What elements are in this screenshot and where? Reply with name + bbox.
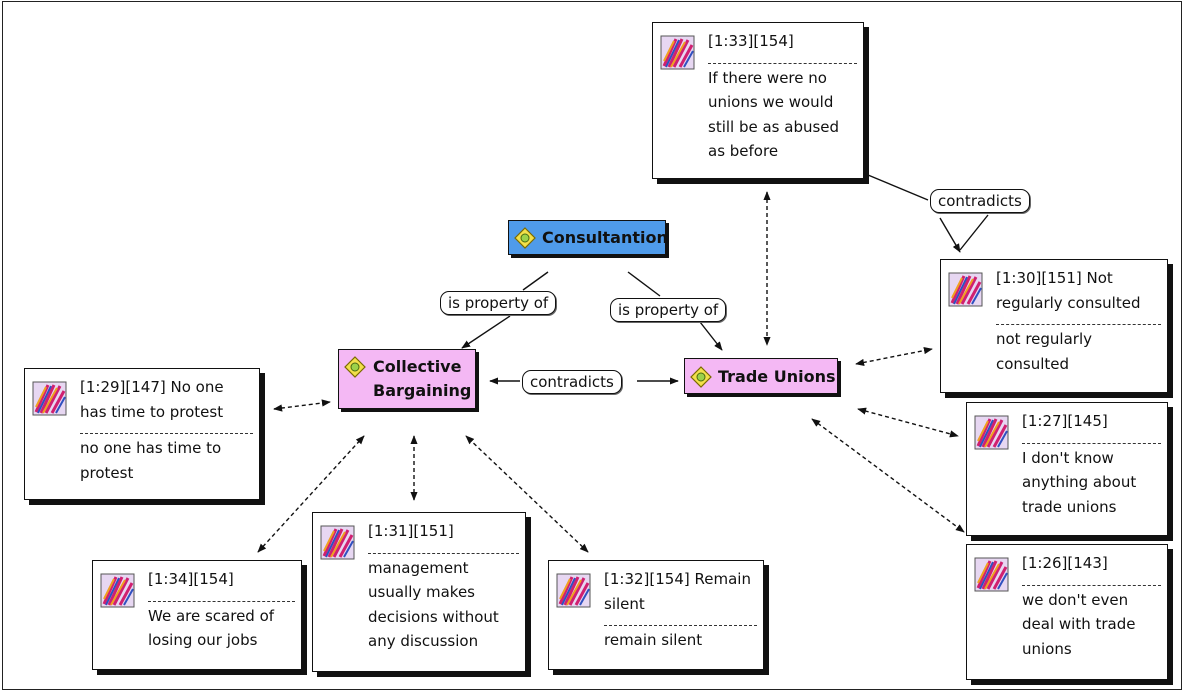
- quotation-body-line: deal with trade: [1022, 615, 1136, 633]
- relation-is-property-of-1[interactable]: is property of: [440, 291, 557, 315]
- quotation-body-line: any discussion: [368, 632, 479, 650]
- quotation-body-line: protest: [80, 463, 134, 482]
- link-contradicts-to-q130: [959, 214, 989, 251]
- quotation-document-icon: [660, 33, 698, 71]
- quotation-id: [1:31][151]: [368, 522, 454, 540]
- quotation-body-line: decisions without: [368, 607, 499, 626]
- quotation-body-line: unions we would: [708, 93, 834, 111]
- code-label: Trade Unions: [718, 367, 836, 386]
- quotation-card-1-32[interactable]: [1:32][154] Remain silent remain silent: [548, 560, 764, 670]
- code-trade-unions[interactable]: Trade Unions: [684, 358, 838, 394]
- quotation-id: [1:32][154] Remain: [604, 570, 751, 588]
- quotation-separator: [1022, 442, 1161, 444]
- relation-contradicts-top[interactable]: contradicts: [930, 189, 1030, 213]
- quotation-document-icon: [32, 379, 70, 417]
- assoc-q129-collective: [273, 399, 331, 412]
- quotation-document-icon: [948, 270, 986, 308]
- link-label1-to-collective: [461, 315, 511, 349]
- code-collective-bargaining[interactable]: Collective Bargaining: [338, 349, 476, 409]
- quotation-card-1-27[interactable]: [1:27][145] I don't know anything about …: [966, 402, 1168, 536]
- link-consultation-to-label1: [522, 271, 549, 291]
- quotation-body-line: unions: [1022, 639, 1072, 658]
- quotation-card-1-31[interactable]: [1:31][151] management usually makes dec…: [312, 512, 526, 672]
- quotation-body-line: management: [368, 558, 469, 577]
- quotation-body-line: as before: [708, 142, 779, 160]
- quotation-body-line: remain silent: [604, 631, 703, 649]
- relation-contradicts-center[interactable]: contradicts: [522, 370, 622, 394]
- quotation-separator: [1022, 584, 1161, 586]
- quotation-body-line: I don't know: [1022, 448, 1114, 467]
- quotation-title: regularly consulted: [996, 293, 1141, 312]
- quotation-separator: [604, 625, 757, 626]
- quotation-body-line: no one has time to: [80, 439, 222, 457]
- assoc-q127-tradeunions: [857, 407, 959, 438]
- link-q133-to-contradicts: [867, 174, 929, 201]
- quotation-card-1-30[interactable]: [1:30][151] Not regularly consulted not …: [940, 259, 1168, 393]
- code-consultation[interactable]: Consultantion: [508, 220, 668, 255]
- quotation-id: [1:33][154]: [708, 32, 794, 50]
- assoc-q126-tradeunions: [811, 418, 965, 533]
- quotation-body-line: not regularly: [996, 330, 1092, 348]
- quotation-id: [1:27][145]: [1022, 412, 1108, 430]
- relation-is-property-of-2[interactable]: is property of: [610, 298, 727, 322]
- code-diamond-icon: [344, 356, 366, 378]
- quotation-document-icon: [556, 571, 594, 609]
- quotation-card-1-29[interactable]: [1:29][147] No one has time to protest n…: [24, 368, 260, 500]
- quotation-card-1-33[interactable]: [1:33][154] If there were no unions we w…: [652, 22, 864, 179]
- quotation-separator: [708, 62, 857, 64]
- quotation-title: has time to protest: [80, 402, 224, 421]
- code-label-line2: Bargaining: [373, 381, 472, 400]
- quotation-document-icon: [974, 555, 1012, 593]
- quotation-id: [1:30][151] Not: [996, 269, 1113, 287]
- quotation-body-line: anything about: [1022, 473, 1137, 491]
- quotation-id: [1:29][147] No one: [80, 378, 224, 396]
- quotation-body-line: losing our jobs: [148, 631, 258, 649]
- quotation-document-icon: [100, 571, 138, 609]
- assoc-q134-collective: [257, 435, 365, 553]
- quotation-body-line: consulted: [996, 354, 1070, 373]
- quotation-body-line: usually makes: [368, 583, 475, 601]
- quotation-id: [1:34][154]: [148, 570, 234, 588]
- quotation-separator: [368, 552, 519, 554]
- assoc-q132-collective: [465, 435, 589, 553]
- quotation-document-icon: [974, 413, 1012, 451]
- quotation-body-line: If there were no: [708, 68, 827, 87]
- quotation-card-1-34[interactable]: [1:34][154] We are scared of losing our …: [92, 560, 302, 670]
- code-diamond-icon: [690, 366, 712, 388]
- code-diamond-icon: [514, 227, 536, 249]
- quotation-card-1-26[interactable]: [1:26][143] we don't even deal with trad…: [966, 544, 1168, 680]
- quotation-separator: [148, 600, 295, 602]
- code-label: Consultantion: [542, 228, 668, 247]
- quotation-title: silent: [604, 594, 645, 613]
- quotation-body-line: trade unions: [1022, 497, 1117, 516]
- link-consultation-to-label2: [627, 271, 661, 297]
- link-label2-to-tradeunions: [699, 321, 723, 351]
- arrow-to-q130: [939, 217, 961, 253]
- quotation-body-line: still be as abused: [708, 117, 840, 136]
- quotation-separator: [996, 324, 1161, 325]
- code-label-line1: Collective: [373, 357, 462, 376]
- quotation-separator: [80, 433, 253, 434]
- quotation-id: [1:26][143]: [1022, 554, 1108, 572]
- quotation-body-line: we don't even: [1022, 590, 1129, 609]
- quotation-body-line: We are scared of: [148, 606, 275, 625]
- assoc-q130-tradeunions: [855, 347, 933, 366]
- quotation-document-icon: [320, 523, 358, 561]
